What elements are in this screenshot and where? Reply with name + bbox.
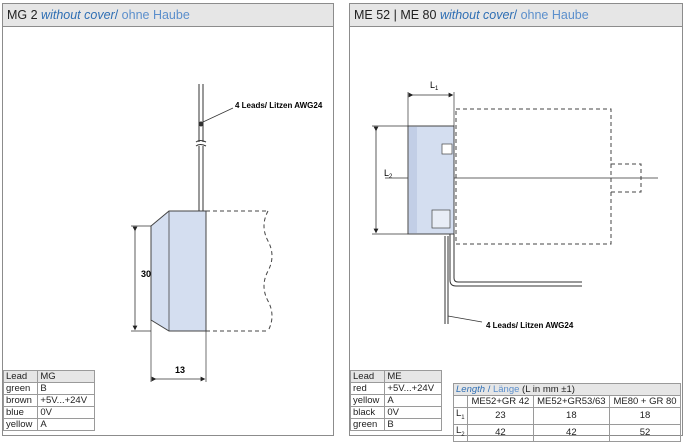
mg2-leads-label: 4 Leads/ Litzen AWG24 <box>235 101 323 110</box>
mg2-dim-width: 13 <box>175 365 185 375</box>
me-lead-table: Lead ME red +5V...+24V yellow A black 0V… <box>349 370 442 431</box>
table-header: Lead MG <box>2 370 95 383</box>
me-panel-title: ME 52 | ME 80 without cover/ ohne Haube <box>350 4 682 27</box>
me-leads <box>444 234 582 324</box>
table-row: L2 42 42 52 <box>452 423 681 442</box>
me-length-table: Length / Länge (L in mm ±1) ME52+GR 42 M… <box>452 383 681 442</box>
me-leads-label: 4 Leads/ Litzen AWG24 <box>486 321 574 330</box>
table-row: L1 23 18 18 <box>452 407 681 425</box>
me-encoder-side <box>409 127 417 233</box>
mg2-drawing: 4 Leads/ Litzen AWG24 30 13 <box>131 84 323 382</box>
table-header: ME52+GR 42 ME52+GR53/63 ME80 + GR 80 <box>452 395 681 408</box>
me-l2-label: L2 <box>384 168 393 180</box>
table-row: green B <box>349 418 442 431</box>
me-drawing: 4 Leads/ Litzen AWG24 L1 L2 <box>372 80 658 330</box>
table-row: yellow A <box>2 418 95 431</box>
table-row: yellow A <box>349 394 442 407</box>
mg2-lead-table: Lead MG green B brown +5V...+24V blue 0V… <box>2 370 95 431</box>
mg2-motor-break <box>263 210 273 332</box>
me-encoder-notch <box>441 143 453 155</box>
mg2-leads <box>195 84 207 211</box>
row-label: L1 <box>452 407 469 425</box>
mg2-panel-title: MG 2 without cover/ ohne Haube <box>3 4 333 27</box>
mg2-motor-outline <box>206 210 268 332</box>
table-row: black 0V <box>349 406 442 419</box>
table-row: blue 0V <box>2 406 95 419</box>
table-row: green B <box>2 382 95 395</box>
me-leads-leader <box>447 315 483 323</box>
length-table-title: Length / Länge (L in mm ±1) <box>453 383 681 396</box>
mg2-panel: MG 2 without cover/ ohne Haube 4 Leads/ … <box>2 3 334 436</box>
table-row: brown +5V...+24V <box>2 394 95 407</box>
table-row: red +5V...+24V <box>349 382 442 395</box>
mg2-dim-height: 30 <box>141 269 151 279</box>
table-header: Lead ME <box>349 370 442 383</box>
length-table-title-row: Length / Länge (L in mm ±1) <box>453 383 681 396</box>
mg2-encoder-body <box>150 210 207 332</box>
me-encoder-connector <box>431 209 451 229</box>
me-l1-label: L1 <box>430 80 439 92</box>
me52-me80-panel: ME 52 | ME 80 without cover/ ohne Haube … <box>349 3 683 442</box>
me-motor-outline <box>455 108 612 245</box>
mg2-leads-leader <box>202 107 234 123</box>
